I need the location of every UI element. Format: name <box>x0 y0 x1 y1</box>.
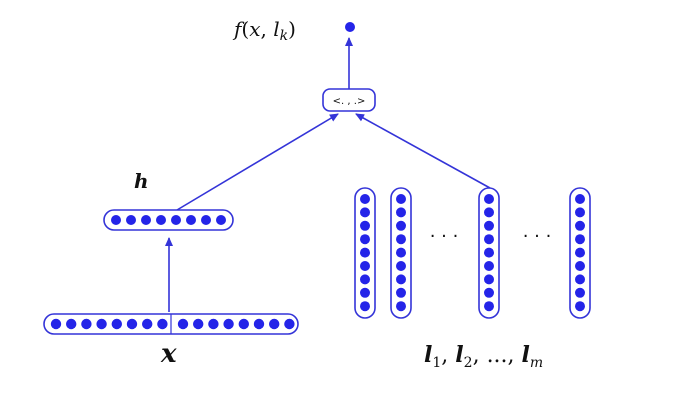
label-vector-unit <box>396 234 406 245</box>
label-vector-unit <box>575 220 585 231</box>
label-vectors <box>354 187 591 319</box>
label-vector <box>478 187 500 319</box>
label-vector-unit <box>575 287 585 298</box>
input-unit <box>193 318 204 330</box>
input-units <box>50 318 295 330</box>
label-vector-unit <box>484 274 494 285</box>
label-vector-unit <box>484 287 494 298</box>
label-vector-unit <box>484 301 494 312</box>
hidden-layer <box>103 209 234 231</box>
caption-sub-2: 2 <box>464 355 473 371</box>
label-vector-unit <box>396 274 406 285</box>
hidden-layer-label: h <box>134 169 149 193</box>
hidden-unit <box>216 215 226 225</box>
input-unit <box>96 318 107 330</box>
label-vector-unit <box>396 220 406 231</box>
label-vector-unit <box>575 207 585 218</box>
hidden-unit <box>201 215 211 225</box>
input-unit <box>177 318 189 330</box>
input-unit <box>223 318 234 330</box>
output-node <box>345 22 355 32</box>
dot-product-label: <. , .> <box>333 96 366 107</box>
caption-sep-1: , <box>441 343 455 368</box>
input-unit <box>253 318 265 330</box>
input-unit <box>157 318 168 330</box>
label-vector <box>569 187 591 319</box>
label-vector-unit <box>575 274 585 285</box>
caption-sub-m: m <box>530 355 543 371</box>
input-unit <box>50 318 62 330</box>
hidden-unit <box>141 215 151 225</box>
caption-l1: l <box>424 342 432 368</box>
hidden-unit <box>111 215 121 225</box>
label-vector-unit <box>396 261 406 271</box>
label-vector <box>390 187 412 319</box>
input-unit <box>126 318 138 330</box>
output-label-k: k <box>280 28 288 44</box>
label-vector-unit <box>484 194 494 204</box>
input-unit <box>238 318 249 330</box>
input-layer <box>43 313 299 335</box>
input-unit <box>208 318 219 330</box>
dot-product-box <box>322 88 376 112</box>
label-vector-unit <box>396 207 406 218</box>
input-unit <box>284 318 295 330</box>
hidden-units <box>111 215 226 225</box>
input-layer-label: x <box>160 339 177 369</box>
output-label-open: ( <box>241 17 249 41</box>
output-label-l: l <box>273 17 279 41</box>
label-vectors-caption: l1, l2, ..., lm <box>424 342 543 371</box>
label-vector-unit <box>575 234 585 245</box>
output-label-x: x <box>249 17 260 41</box>
label-vector-unit <box>396 301 406 312</box>
label-vector-unit <box>360 234 370 245</box>
label-vector-unit <box>484 220 494 231</box>
label-vector-unit <box>360 194 370 204</box>
hidden-unit <box>156 215 166 225</box>
output-label: f(x, lk) <box>232 17 296 44</box>
label-vector-unit <box>360 207 370 218</box>
caption-lm: l <box>522 342 530 368</box>
connections <box>165 37 491 312</box>
hidden-to-dot-arrow <box>176 113 339 211</box>
label-vector-unit <box>360 274 370 285</box>
label-vector-unit <box>396 287 406 298</box>
ellipsis-dots-1: · · · <box>430 226 459 247</box>
hidden-unit <box>186 215 196 225</box>
caption-sub-1: 1 <box>432 355 441 371</box>
output-label-comma: , <box>261 17 274 41</box>
label-vector-unit <box>360 247 370 258</box>
label-vector-unit <box>575 261 585 271</box>
caption-sep-3: , <box>508 343 522 368</box>
input-unit <box>142 318 153 330</box>
label-vector-unit <box>360 261 370 271</box>
label-vector-unit <box>484 247 494 258</box>
label-vector-unit <box>575 247 585 258</box>
hidden-layer-box <box>103 209 234 231</box>
label-vector-unit <box>396 194 406 204</box>
hidden-unit <box>171 215 181 225</box>
output-label-close: ) <box>288 17 296 41</box>
label-vector-unit <box>484 234 494 245</box>
input-unit <box>81 318 92 330</box>
label-vector-unit <box>575 301 585 312</box>
label-vector-unit <box>360 220 370 231</box>
caption-l2: l <box>455 342 463 368</box>
label-vector-unit <box>360 301 370 312</box>
label-vector-unit <box>396 247 406 258</box>
label-vector <box>354 187 376 319</box>
caption-ellipsis: ... <box>487 343 508 368</box>
label-vector-unit <box>484 261 494 271</box>
input-unit <box>111 318 123 330</box>
label-vector-unit <box>575 194 585 204</box>
ellipsis-dots-2: · · · <box>523 226 552 247</box>
label-vector-unit <box>360 287 370 298</box>
input-unit <box>66 318 77 330</box>
label-vector-unit <box>484 207 494 218</box>
caption-sep-2: , <box>473 343 487 368</box>
input-unit <box>269 318 280 330</box>
labels-to-dot-arrow <box>355 113 491 189</box>
hidden-unit <box>126 215 136 225</box>
